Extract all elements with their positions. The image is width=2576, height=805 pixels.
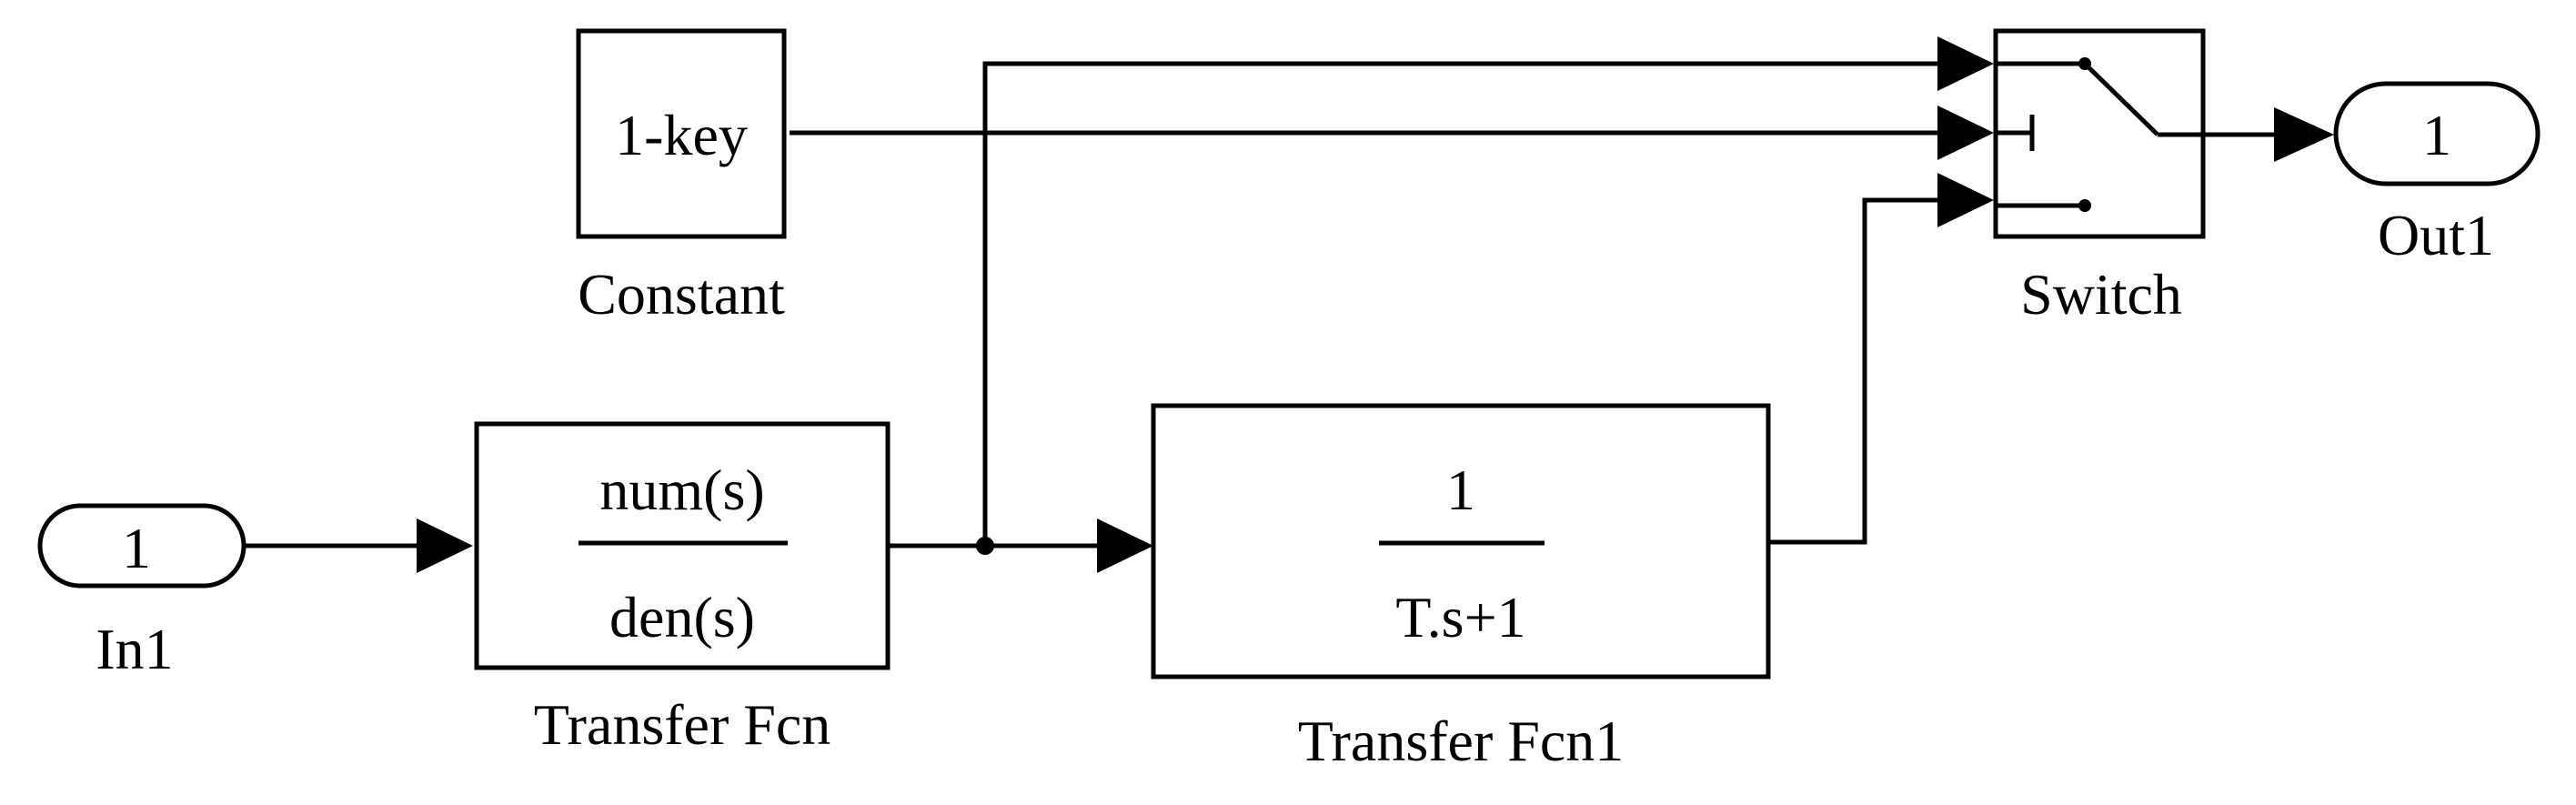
line-transfer-fcn1-to-switch-in3[interactable] [1768,197,1937,545]
switch-label: Switch [2020,262,2182,327]
arrow-transfer-fcn1-input [1097,518,1153,573]
branch-point [976,537,994,555]
transfer-fcn1-numerator: 1 [1446,458,1475,522]
line-branch-to-switch-in1[interactable] [982,61,1937,546]
transfer-fcn1-denominator: T.s+1 [1395,585,1525,649]
signal-lines [244,61,2274,555]
transfer-fcn1-block[interactable]: 1 T.s+1 Transfer Fcn1 [1151,403,1771,773]
transfer-fcn-numerator: num(s) [599,458,764,522]
out1-label: Out1 [2378,203,2494,267]
arrow-switch-input-2 [1937,106,1994,160]
arrow-out1-input [2274,107,2334,162]
transfer-fcn-block[interactable]: num(s) den(s) Transfer Fcn [474,421,891,757]
transfer-fcn-label: Transfer Fcn [534,692,831,757]
transfer-fcn-denominator: den(s) [609,585,755,649]
in1-label: In1 [96,617,173,681]
transfer-fcn1-label: Transfer Fcn1 [1298,709,1625,773]
in1-port-number: 1 [122,516,151,580]
constant-block[interactable]: 1-key Constant [576,28,787,327]
out1-port[interactable]: 1 Out1 [2333,81,2541,267]
arrowheads [417,36,2334,573]
arrow-switch-input-1 [1937,36,1994,91]
constant-label: Constant [578,262,785,327]
switch-block[interactable]: Switch [1993,28,2206,327]
out1-port-number: 1 [2422,103,2451,167]
constant-value: 1-key [615,103,748,167]
arrow-switch-input-3 [1937,173,1994,227]
arrow-transfer-fcn-input [417,518,473,573]
in1-port[interactable]: 1 In1 [37,503,247,681]
switch-icon [1996,57,2203,212]
